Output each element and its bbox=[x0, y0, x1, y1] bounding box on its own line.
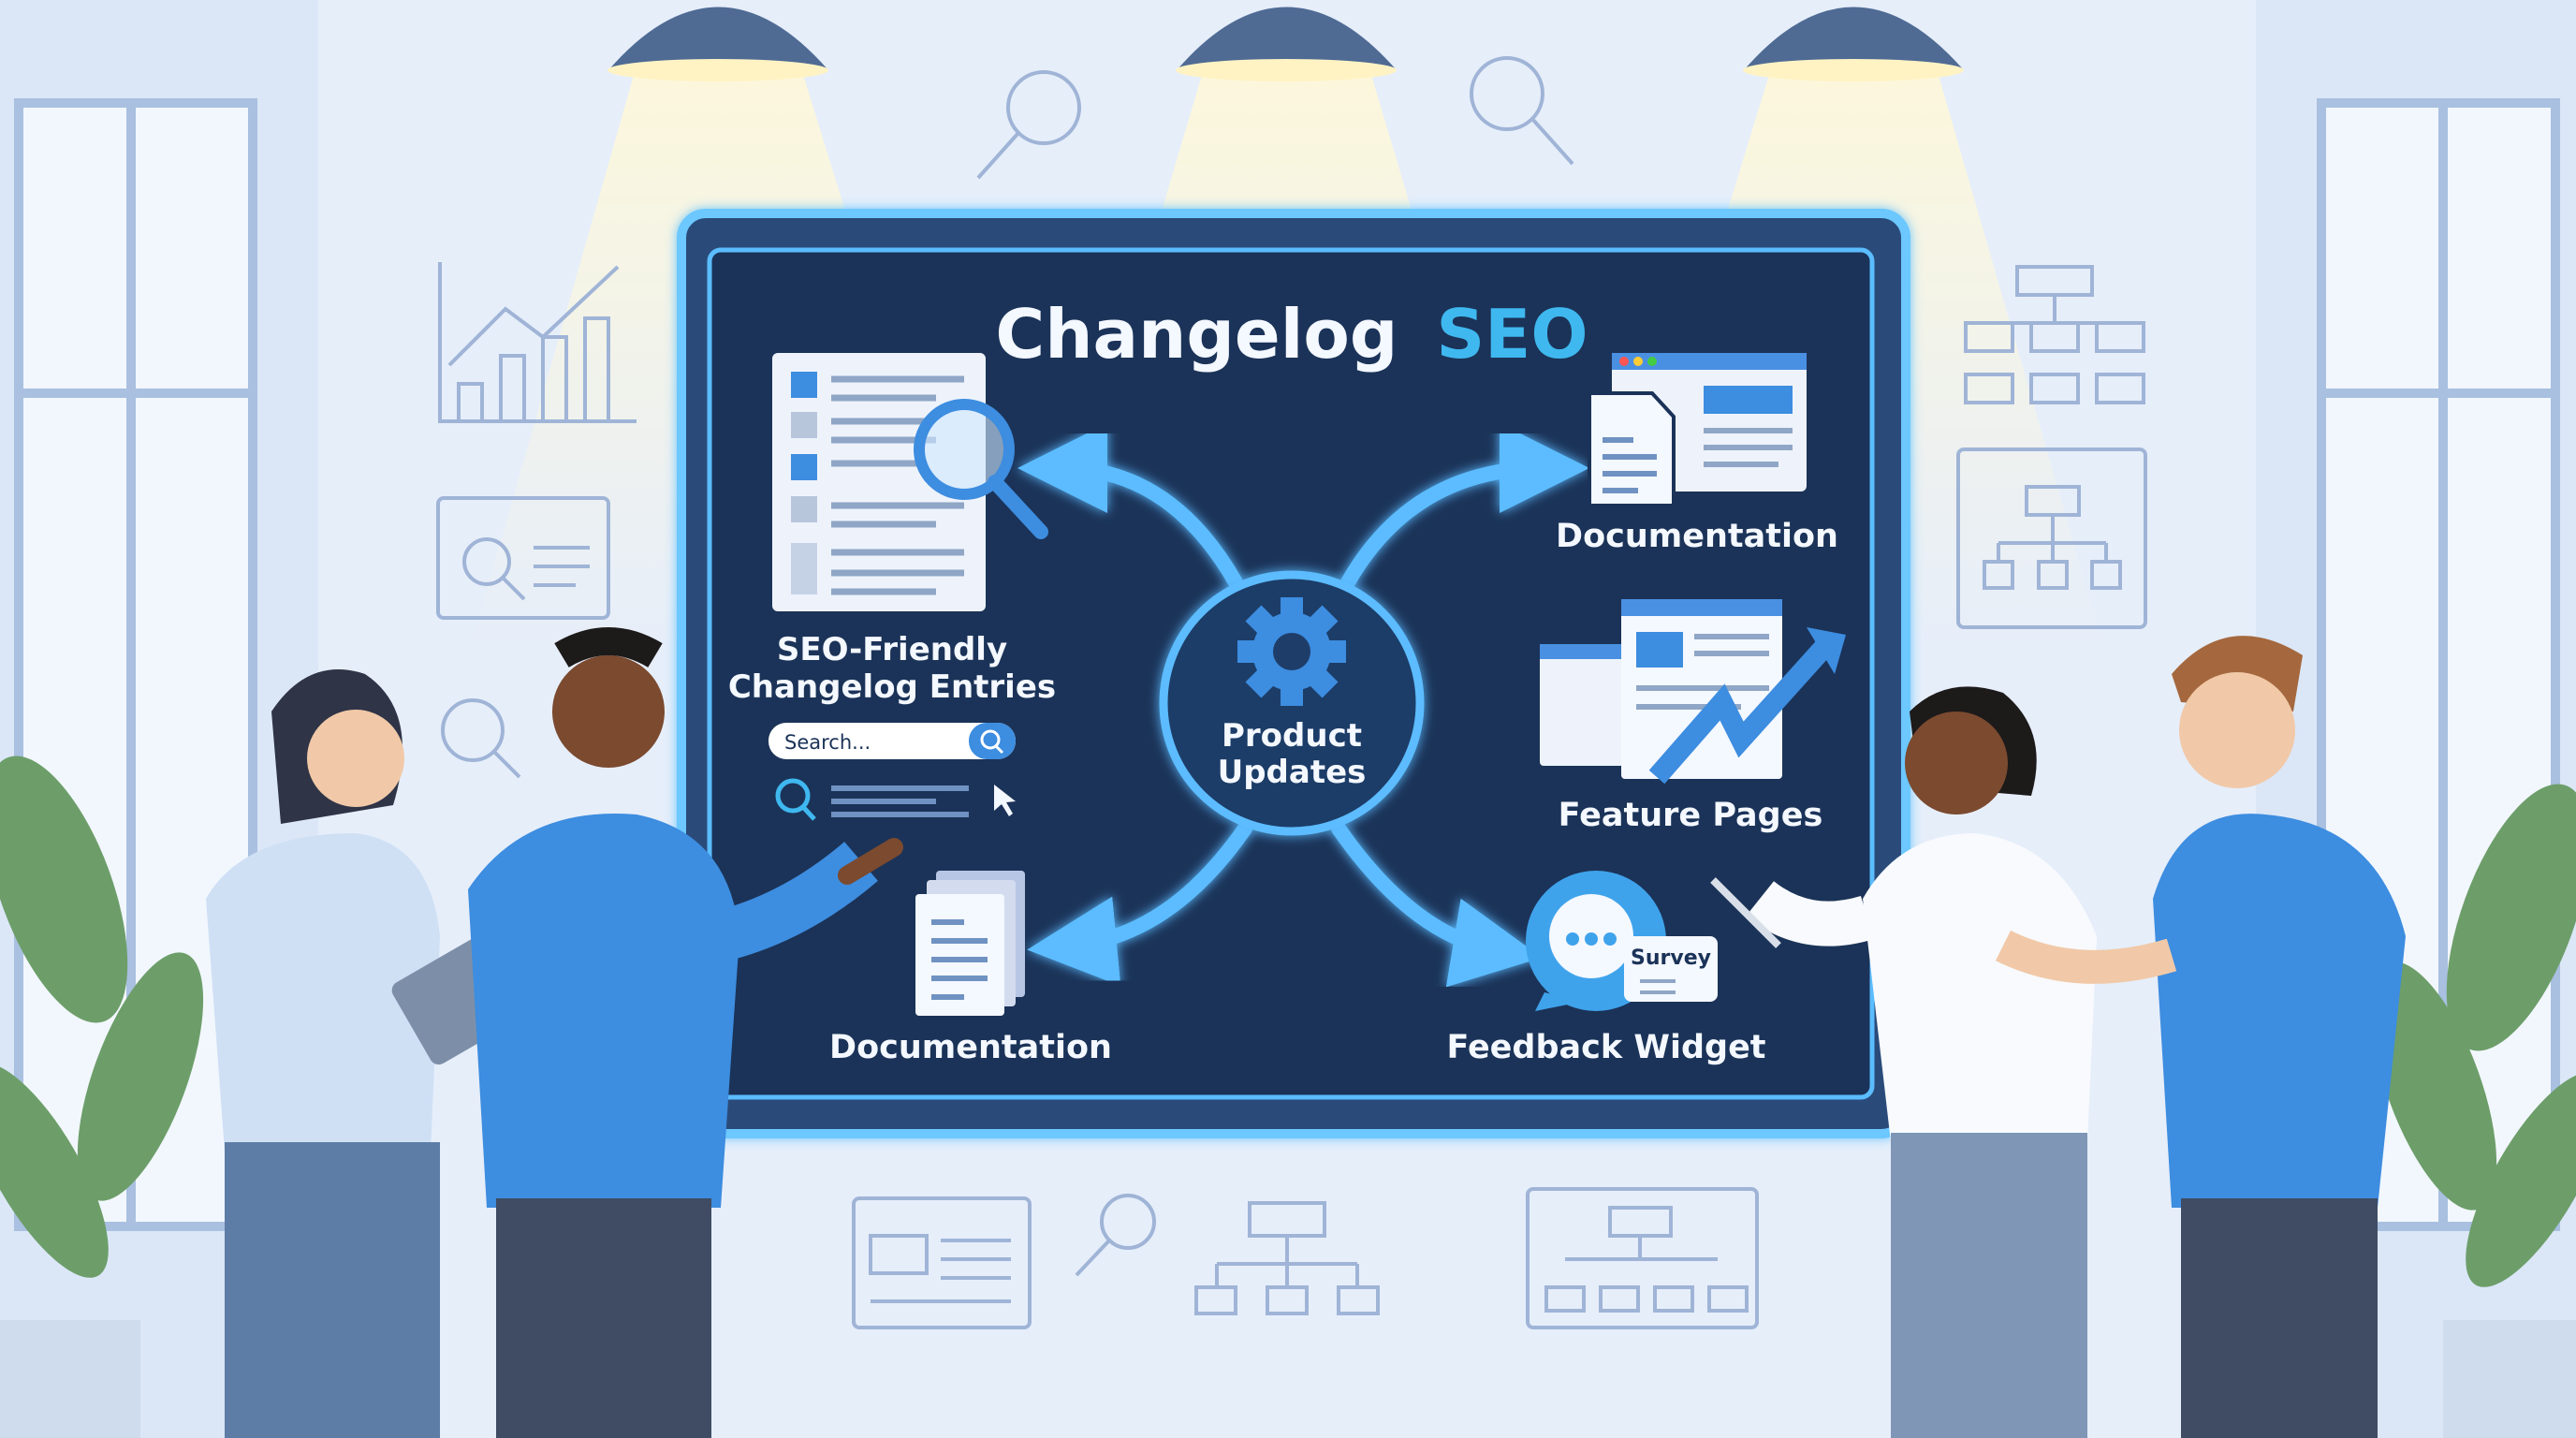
cursor-icon bbox=[994, 785, 1016, 816]
product-updates-hub: Product Updates bbox=[1159, 570, 1425, 836]
node-label: Feedback Widget bbox=[1446, 1029, 1765, 1066]
magnifier-icon bbox=[1470, 56, 1574, 166]
browser-page-icon bbox=[852, 1196, 1032, 1329]
document-stack-icon bbox=[915, 871, 1025, 1016]
browser-page-icon bbox=[1540, 644, 1624, 766]
node-seo-entries: SEO-Friendly Changelog Entries bbox=[728, 353, 1056, 706]
browser-search-icon bbox=[436, 496, 610, 620]
browser-sitemap-icon bbox=[1526, 1187, 1759, 1329]
hub-label-line1: Product bbox=[1222, 717, 1362, 755]
lamp-icon bbox=[1177, 7, 1397, 70]
survey-badge: Survey bbox=[1631, 946, 1711, 970]
board-title: Changelog SEO bbox=[995, 295, 1588, 374]
browser-document-icon bbox=[1588, 353, 1807, 507]
magnifier-icon bbox=[976, 70, 1081, 180]
survey-card bbox=[1624, 936, 1718, 1002]
trend-chart-icon bbox=[1648, 638, 1834, 785]
search-placeholder: Search... bbox=[784, 731, 871, 754]
plant-right bbox=[2370, 784, 2576, 1438]
plant-left bbox=[0, 756, 204, 1438]
sitemap-icon bbox=[1964, 265, 2145, 404]
growth-chart-icon bbox=[438, 262, 637, 423]
lamp-icon bbox=[608, 7, 828, 70]
node-feature-pages: Feature Pages bbox=[1540, 599, 1846, 834]
node-documentation-top: Documentation bbox=[1556, 353, 1838, 555]
magnifier-icon bbox=[441, 698, 521, 779]
node-label: Changelog Entries bbox=[728, 668, 1056, 706]
node-documentation-bottom: Documentation bbox=[829, 871, 1112, 1066]
node-label: Documentation bbox=[829, 1029, 1112, 1066]
pen-icon bbox=[1710, 877, 1781, 948]
changelog-seo-board: Changelog SEO bbox=[677, 209, 1910, 1138]
document-search-icon bbox=[772, 353, 1048, 611]
browser-sitemap-icon bbox=[1956, 448, 2147, 629]
magnifier-icon bbox=[1075, 1194, 1156, 1277]
node-label: Documentation bbox=[1556, 518, 1838, 555]
gear-icon bbox=[1237, 597, 1346, 706]
person-man-gesturing bbox=[1995, 636, 2406, 1438]
search-icon bbox=[775, 778, 811, 814]
search-icon bbox=[980, 729, 1001, 750]
node-label: SEO-Friendly bbox=[777, 631, 1007, 668]
lamp-icon bbox=[1744, 7, 1964, 70]
person-woman-pen bbox=[1710, 686, 2097, 1438]
person-man-pointing bbox=[468, 627, 903, 1438]
sitemap-icon bbox=[1194, 1201, 1380, 1315]
left-window bbox=[14, 98, 257, 1231]
hub-label-line2: Updates bbox=[1218, 754, 1367, 791]
wall-icons bbox=[436, 56, 2147, 1329]
node-feedback-widget: Survey Feedback Widget bbox=[1446, 871, 1766, 1066]
person-woman-tablet bbox=[206, 669, 554, 1438]
flow-arrows bbox=[1017, 367, 1589, 988]
board-search: Search... bbox=[768, 723, 1016, 821]
node-label: Feature Pages bbox=[1559, 797, 1823, 834]
